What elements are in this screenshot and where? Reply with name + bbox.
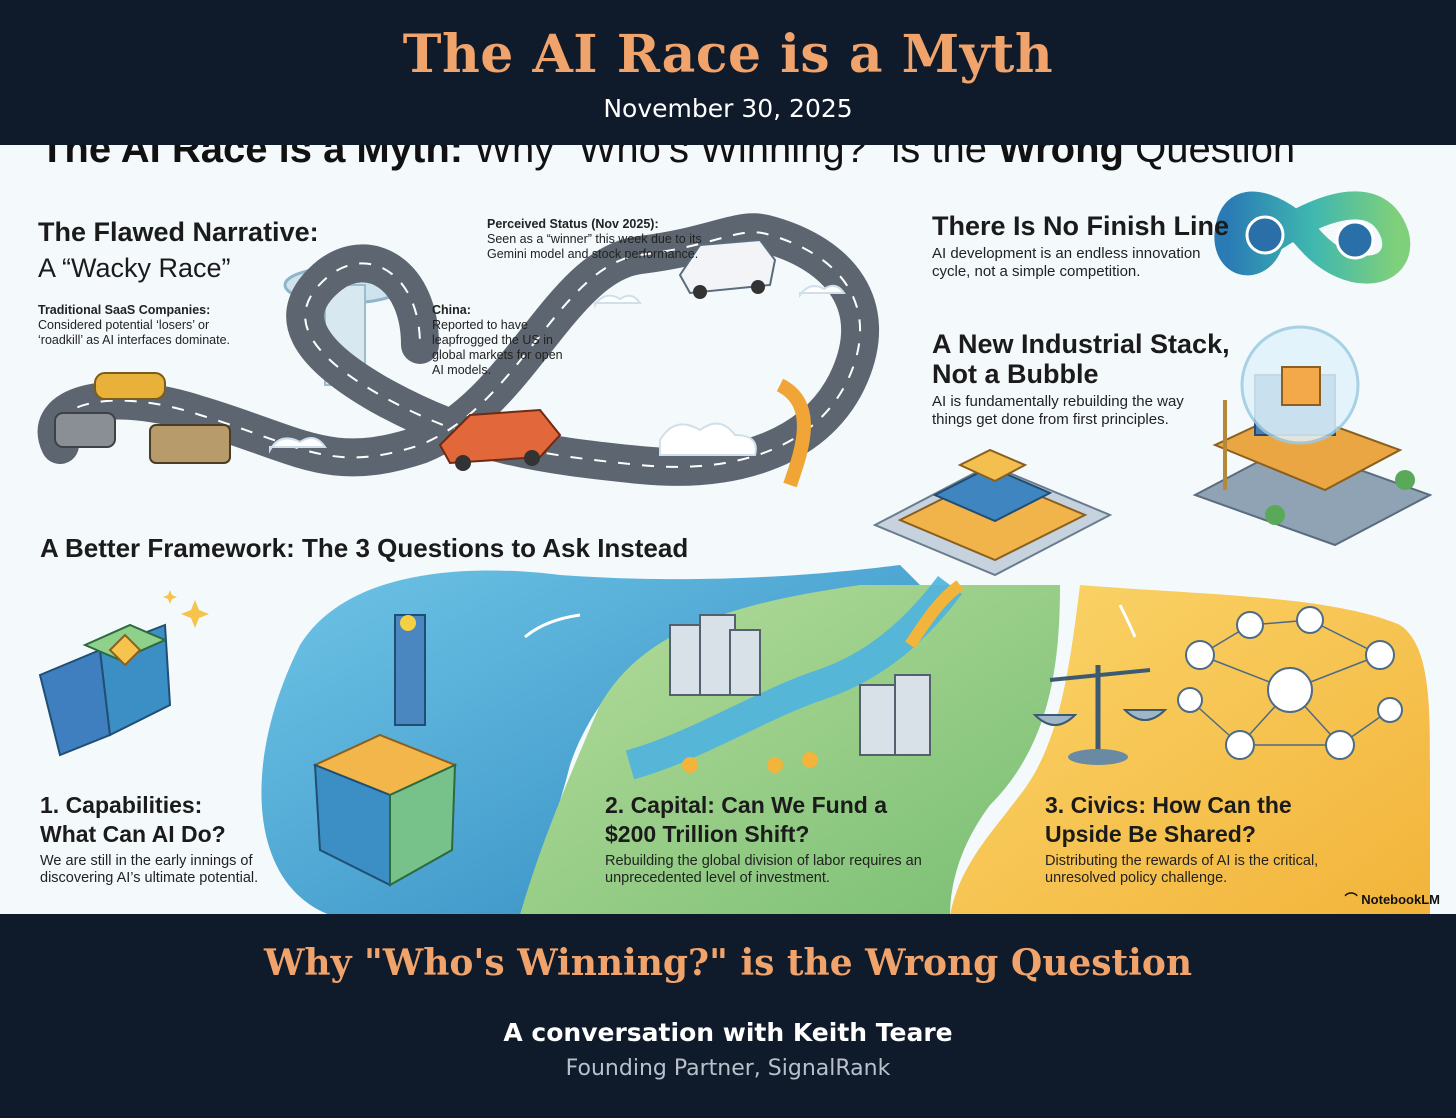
- question-2-title: 2. Capital: Can We Fund a$200 Trillion S…: [605, 792, 887, 847]
- perceived-status-annotation: Perceived Status (Nov 2025):Seen as a “w…: [487, 217, 702, 261]
- subtitle: Why "Who's Winning?" is the Wrong Questi…: [263, 942, 1193, 984]
- industrial-stack-text: AI is fundamentally rebuilding the way t…: [932, 393, 1184, 428]
- central-chip-illustration: [872, 448, 1113, 577]
- framework-heading: A Better Framework: The 3 Questions to A…: [40, 533, 689, 563]
- question-3-text: Distributing the rewards of AI is the cr…: [1045, 853, 1319, 886]
- race-track-illustration: [37, 213, 879, 488]
- finish-line-heading: There Is No Finish Line: [932, 211, 1230, 241]
- question-1-title: 1. Capabilities:What Can AI Do?: [40, 792, 226, 847]
- industrial-stack-heading: A New Industrial Stack,Not a Bubble: [932, 329, 1230, 389]
- footer-banner: Why "Who's Winning?" is the Wrong Questi…: [0, 914, 1456, 1118]
- question-1-text: We are still in the early innings of dis…: [40, 853, 259, 886]
- guest-role: Founding Partner, SignalRank: [565, 1056, 891, 1081]
- civics-panel: [950, 585, 1430, 914]
- flawed-narrative-heading: The Flawed Narrative:: [38, 217, 319, 247]
- infographic-title: The AI Race is a Myth: Why “Who’s Winnin…: [40, 145, 1296, 171]
- conversation-line: A conversation with Keith Teare: [503, 1018, 953, 1047]
- notebooklm-logo-icon: ⌒: [1344, 892, 1362, 907]
- header-banner: The AI Race is a Myth November 30, 2025: [0, 0, 1456, 145]
- wacky-race-subheading: A “Wacky Race”: [38, 253, 231, 283]
- question-2-text: Rebuilding the global division of labor …: [605, 853, 922, 886]
- china-annotation: China:Reported to have leapfrogged the U…: [432, 303, 563, 377]
- finish-line-text: AI development is an endless innovation …: [932, 245, 1201, 280]
- open-box-illustration: [312, 614, 458, 887]
- page-title: The AI Race is a Myth: [402, 24, 1054, 85]
- scales-and-network-illustration: [1032, 606, 1403, 765]
- infographic: The AI Race is a Myth: Why “Who’s Winnin…: [0, 145, 1456, 914]
- capability-box-icon: [38, 623, 172, 757]
- publish-date: November 30, 2025: [603, 94, 853, 123]
- saas-annotation: Traditional SaaS Companies:Considered po…: [38, 303, 230, 347]
- city-buildings-illustration: [669, 614, 931, 773]
- notebooklm-watermark: ⌒ NotebookLM: [1344, 892, 1440, 907]
- infographic-artwork: [37, 191, 1433, 914]
- industrial-stack-illustration: [1192, 325, 1433, 547]
- infinity-loop-illustration: [1214, 191, 1411, 284]
- capital-panel: [520, 585, 1060, 914]
